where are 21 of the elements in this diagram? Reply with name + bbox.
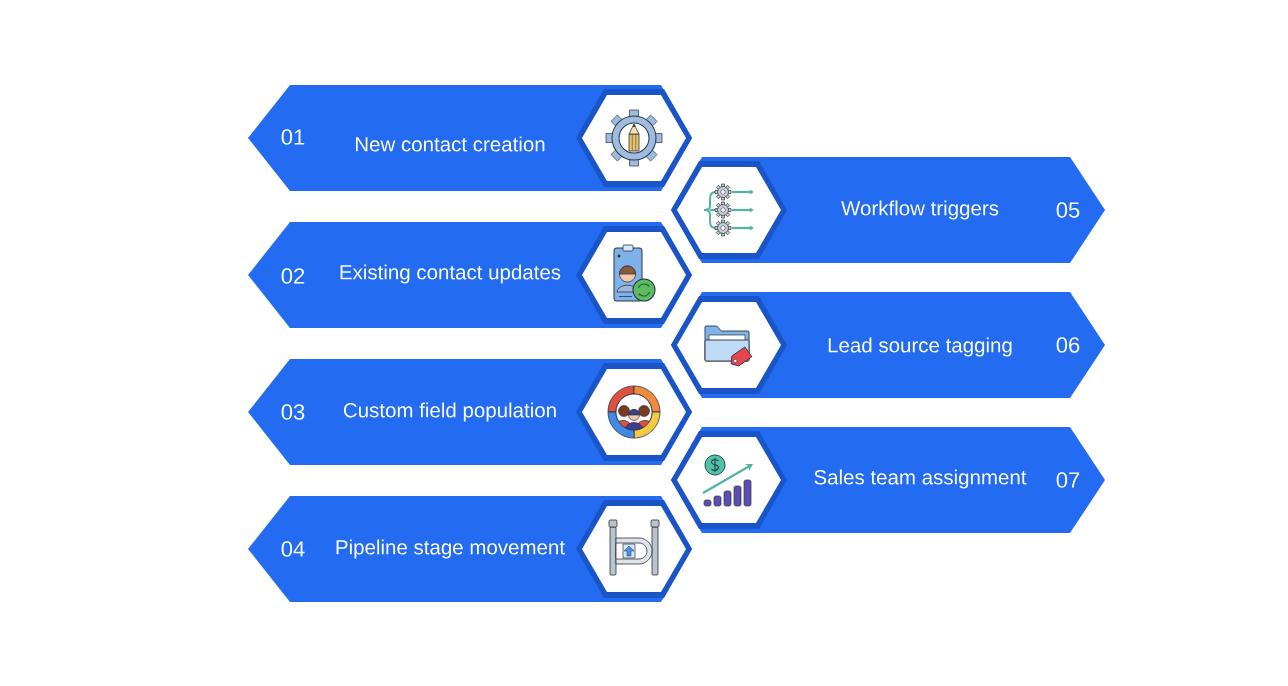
banner bbox=[671, 292, 1105, 398]
step-number: 06 bbox=[1056, 337, 1080, 353]
banner bbox=[671, 157, 1105, 263]
step-label: Custom field population bbox=[343, 402, 556, 422]
banner bbox=[248, 359, 692, 465]
step-label: Lead source tagging bbox=[828, 337, 1012, 357]
step-number: 02 bbox=[281, 268, 305, 284]
step-number: 07 bbox=[1056, 472, 1080, 488]
step-number: 04 bbox=[281, 541, 305, 557]
step-label: Pipeline stage movement bbox=[336, 539, 565, 559]
step-label: Existing contact updates bbox=[340, 264, 561, 284]
banner bbox=[248, 222, 692, 328]
step-label: Workflow triggers bbox=[841, 200, 999, 220]
banner bbox=[248, 496, 692, 602]
step-label: New contact creation bbox=[355, 136, 545, 152]
step-number: 05 bbox=[1056, 202, 1080, 218]
banner bbox=[248, 85, 692, 191]
step-number: 03 bbox=[281, 404, 305, 420]
step-number: 01 bbox=[281, 129, 305, 145]
step-label: Sales team assignment bbox=[814, 469, 1027, 489]
banner bbox=[671, 427, 1105, 533]
